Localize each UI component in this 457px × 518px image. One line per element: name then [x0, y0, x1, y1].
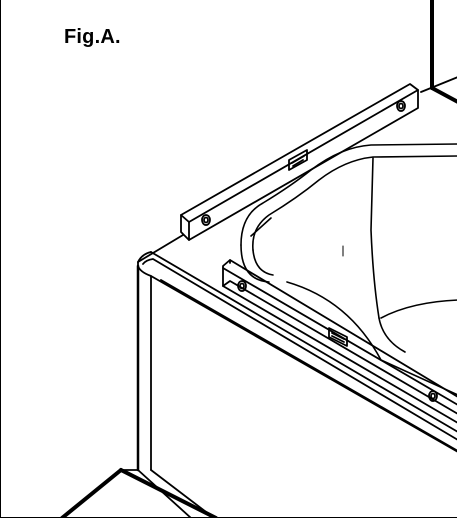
figure-label: Fig.A. — [64, 26, 121, 48]
bathtub-body — [120, 76, 457, 518]
bathtub-basin — [240, 143, 457, 396]
wall-corner-lines — [60, 0, 457, 518]
spirit-level-front — [222, 259, 457, 424]
spirit-level-back — [180, 83, 419, 241]
